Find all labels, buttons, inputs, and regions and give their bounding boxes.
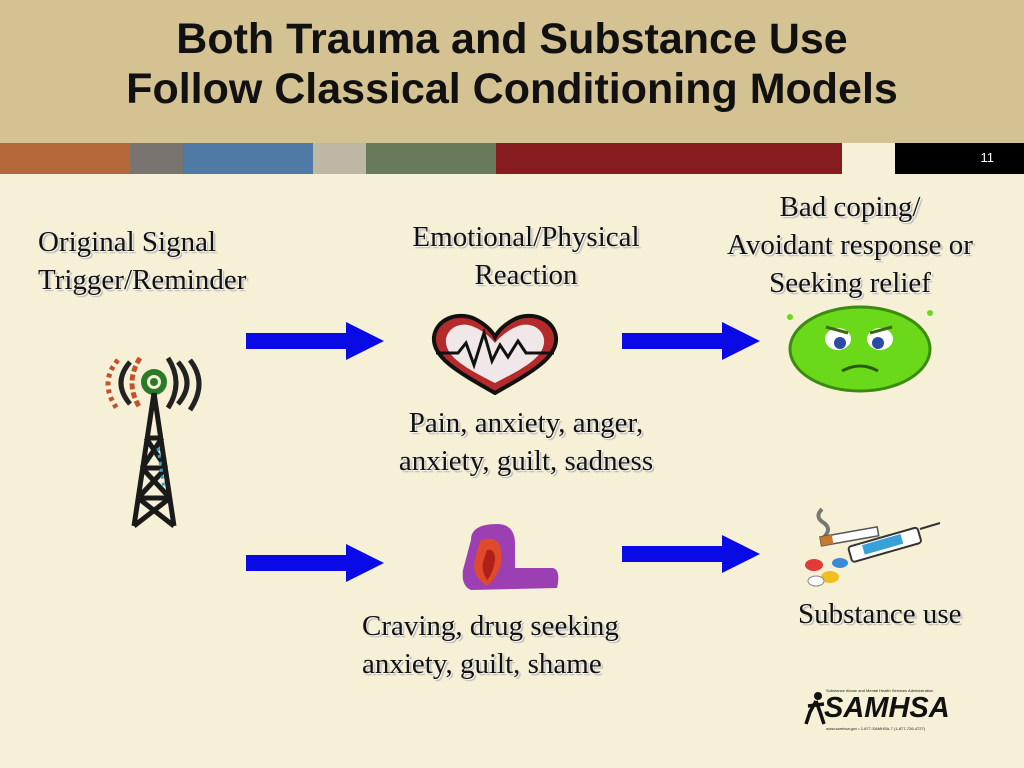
- emotional-reaction-label: Emotional/Physical Reaction: [412, 221, 640, 291]
- samhsa-logo: Substance Abuse and Mental Health Servic…: [804, 688, 968, 734]
- title-line-2: Follow Classical Conditioning Models: [126, 65, 898, 113]
- arrow-right-icon: [246, 544, 384, 582]
- stripe-segment: [130, 143, 183, 174]
- arrow-right-icon: [622, 322, 760, 360]
- craving-head-icon: [462, 524, 559, 590]
- pain-feelings-label: Pain, anxiety, anger, anxiety, guilt, sa…: [398, 407, 654, 477]
- heartbeat-heart-icon: [431, 313, 559, 395]
- stripe-segment: [0, 143, 130, 174]
- samhsa-wordmark: SAMHSA: [824, 692, 950, 724]
- slide-title: Both Trauma and Substance Use Follow Cla…: [0, 14, 1024, 114]
- sick-face-icon: [787, 305, 933, 393]
- radio-tower-icon: [105, 356, 202, 528]
- samhsa-footer: www.samhsa.gov • 1-877-SAMHSA-7 (1-877-7…: [826, 726, 925, 731]
- stripe-segment: [496, 143, 842, 174]
- stripe-segment: [313, 143, 366, 174]
- stripe-segment: [366, 143, 496, 174]
- title-banner: [0, 0, 1024, 143]
- samhsa-tagline: Substance Abuse and Mental Health Servic…: [826, 688, 934, 693]
- substance-use-label: Substance use: [798, 598, 962, 630]
- drugs-cigarette-syringe-icon: [805, 507, 941, 587]
- arrow-right-icon: [622, 535, 760, 573]
- title-line-1: Both Trauma and Substance Use: [176, 15, 848, 63]
- stripe-segment: [183, 143, 313, 174]
- running-figure-icon: [804, 692, 826, 725]
- slide-number: 11: [895, 143, 1024, 174]
- craving-feelings-label: Craving, drug seeking anxiety, guilt, sh…: [362, 610, 619, 680]
- bad-coping-label: Bad coping/ Avoidant response or Seeking…: [727, 191, 973, 299]
- stripe-segment: [842, 143, 895, 174]
- arrow-right-icon: [246, 322, 384, 360]
- original-signal-label: Original Signal Trigger/Reminder: [38, 226, 247, 296]
